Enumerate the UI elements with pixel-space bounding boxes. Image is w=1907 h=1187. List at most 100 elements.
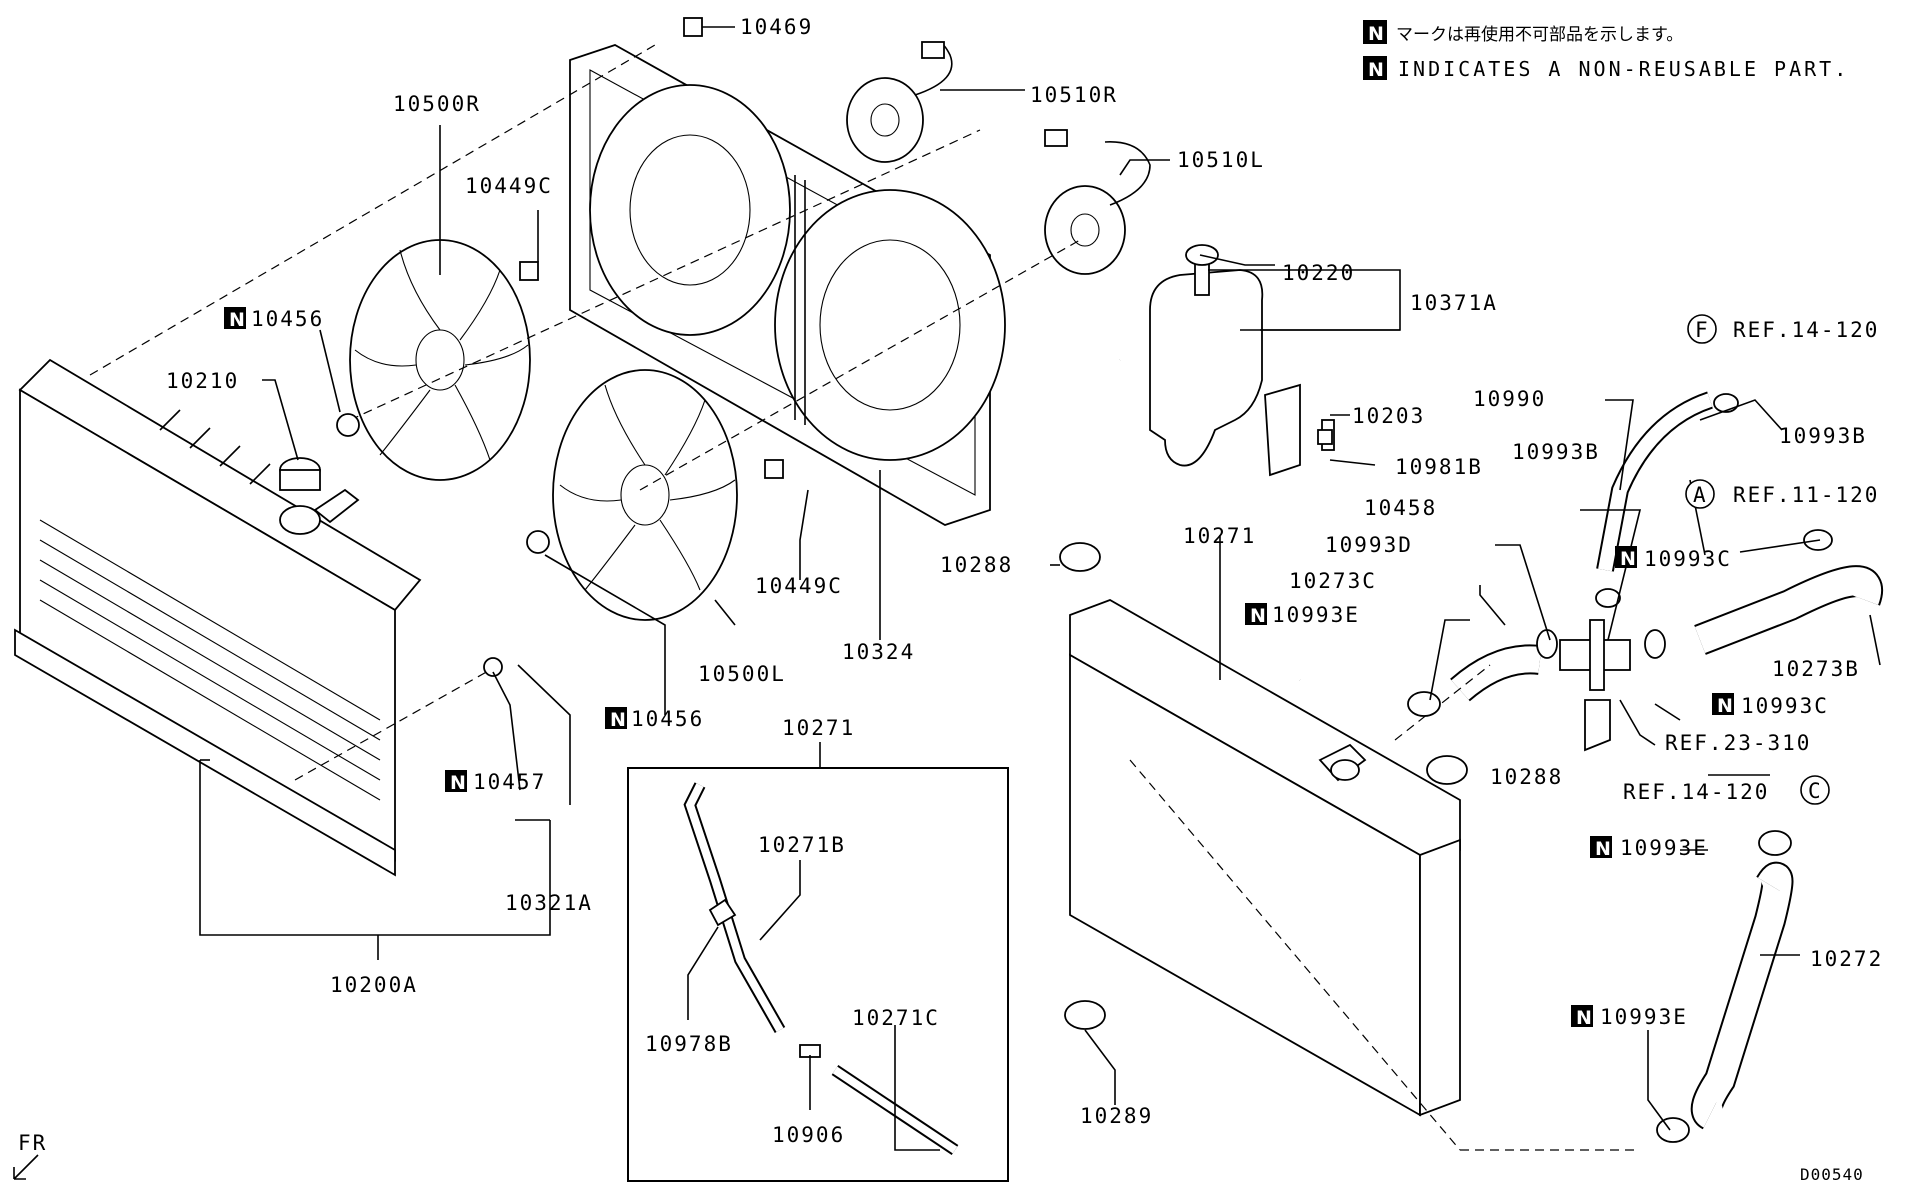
badge-letter: N bbox=[1595, 838, 1611, 860]
badge-letter: N bbox=[610, 709, 626, 731]
label-10993e: 10993E bbox=[1272, 603, 1360, 627]
legend: N マークは再使用不可部品を示します。 N INDICATES A NON-RE… bbox=[1363, 20, 1849, 81]
leader-lines bbox=[199, 26, 1881, 1151]
label-10500l: 10500L bbox=[698, 662, 786, 686]
reference-labels: REF.14-120 REF.11-120 REF.23-310 REF.14-… bbox=[1623, 318, 1879, 804]
radiator-right-drawing bbox=[1069, 599, 1461, 1117]
diagram-code: D00540 bbox=[1800, 1165, 1864, 1184]
clamp-10993b-icon bbox=[1713, 393, 1739, 413]
ref-label-23-310: REF.23-310 bbox=[1665, 731, 1811, 755]
ref-label-14-120: REF.14-120 bbox=[1623, 780, 1769, 804]
label-10272: 10272 bbox=[1810, 947, 1883, 971]
non-reusable-badge-icon bbox=[1590, 836, 1612, 858]
label-10500r: 10500R bbox=[393, 92, 481, 116]
non-reusable-badge-icon bbox=[224, 307, 246, 329]
overflow-hose-drawing bbox=[1095, 357, 1302, 683]
label-10271: 10271 bbox=[1183, 524, 1256, 548]
label-10456: 10456 bbox=[631, 707, 704, 731]
ref-circle-c-letter: C bbox=[1808, 779, 1823, 803]
mount-10288-icon bbox=[1059, 542, 1101, 572]
non-reusable-badges: N N N N N N N N bbox=[224, 307, 1734, 1029]
label-10271c: 10271C bbox=[852, 1006, 940, 1030]
label-10981b: 10981B bbox=[1395, 455, 1483, 479]
grommet-10456-icon bbox=[336, 413, 360, 437]
front-direction-indicator: FR bbox=[13, 1131, 47, 1180]
legend-english-text: INDICATES A NON-REUSABLE PART. bbox=[1398, 57, 1849, 81]
label-10993b: 10993B bbox=[1512, 440, 1600, 464]
badge-letter: N bbox=[450, 772, 466, 794]
badge-letter: N bbox=[1717, 695, 1733, 717]
part-labels: 10469 10500R 10510R 10510L 10449C 10456 … bbox=[166, 15, 1883, 1147]
bolt-10449c-icon bbox=[764, 459, 784, 479]
label-10993d: 10993D bbox=[1325, 533, 1413, 557]
label-10993c: 10993C bbox=[1644, 547, 1732, 571]
front-arrow-icon bbox=[13, 1154, 39, 1180]
ref-label-14-120: REF.14-120 bbox=[1733, 318, 1879, 342]
radiator-left-drawing bbox=[14, 358, 422, 877]
badge-letter: N bbox=[229, 309, 245, 331]
label-10203: 10203 bbox=[1352, 404, 1425, 428]
mount-10288-icon bbox=[1426, 755, 1468, 785]
label-10288: 10288 bbox=[940, 553, 1013, 577]
reservoir-tank-drawing bbox=[1149, 244, 1335, 477]
label-10271b: 10271B bbox=[758, 833, 846, 857]
ref-circle-f-letter: F bbox=[1695, 318, 1710, 342]
label-10220: 10220 bbox=[1282, 261, 1355, 285]
clamp-10993e-icon bbox=[1758, 830, 1792, 856]
mount-10289-icon bbox=[1064, 1000, 1106, 1030]
bolt-10449c-icon bbox=[519, 261, 539, 281]
clamp-10993e-icon bbox=[1656, 1117, 1690, 1143]
label-10458: 10458 bbox=[1364, 496, 1437, 520]
breather-hose-inset-box bbox=[627, 767, 1009, 1182]
label-10469: 10469 bbox=[740, 15, 813, 39]
label-10324: 10324 bbox=[842, 640, 915, 664]
label-10273b: 10273B bbox=[1772, 657, 1860, 681]
legend-badge-letter: N bbox=[1368, 59, 1384, 81]
fan-motor-left-drawing bbox=[1044, 129, 1151, 275]
label-10273c: 10273C bbox=[1289, 569, 1377, 593]
fan-motor-right-drawing bbox=[846, 41, 953, 163]
non-reusable-badge-icon bbox=[1712, 693, 1734, 715]
label-10449c: 10449C bbox=[465, 174, 553, 198]
label-10456: 10456 bbox=[251, 307, 324, 331]
upper-hose-drawing bbox=[1450, 644, 1542, 702]
label-10510r: 10510R bbox=[1030, 83, 1118, 107]
label-10993b: 10993B bbox=[1779, 424, 1867, 448]
water-hose-drawing bbox=[1694, 565, 1883, 655]
lower-hose-drawing bbox=[1690, 861, 1794, 1130]
bolt-10981b-icon bbox=[1317, 429, 1333, 445]
fan-shroud-drawing bbox=[569, 44, 1006, 526]
label-10321a: 10321A bbox=[505, 891, 593, 915]
label-10210: 10210 bbox=[166, 369, 239, 393]
ref-circle-f bbox=[1687, 314, 1717, 344]
front-label: FR bbox=[18, 1131, 47, 1155]
label-10457: 10457 bbox=[473, 770, 546, 794]
label-10288: 10288 bbox=[1490, 765, 1563, 789]
non-reusable-badge-icon bbox=[1571, 1005, 1593, 1027]
label-10200a: 10200A bbox=[330, 973, 418, 997]
legend-japanese-text: マークは再使用不可部品を示します。 bbox=[1396, 24, 1683, 45]
non-reusable-badge-icon bbox=[1615, 546, 1637, 568]
drain-plug-10457-icon bbox=[483, 657, 503, 677]
label-10906: 10906 bbox=[772, 1123, 845, 1147]
non-reusable-badge-icon bbox=[1363, 56, 1387, 80]
non-reusable-badge-icon bbox=[445, 770, 467, 792]
fan-left-drawing bbox=[552, 369, 738, 621]
badge-letter: N bbox=[1250, 605, 1266, 627]
label-10371a: 10371A bbox=[1410, 291, 1498, 315]
label-10978b: 10978B bbox=[645, 1032, 733, 1056]
label-10510l: 10510L bbox=[1177, 148, 1265, 172]
badge-letter: N bbox=[1576, 1007, 1592, 1029]
clamp-10993e-icon bbox=[1407, 691, 1441, 717]
bolt-10469-icon bbox=[683, 17, 703, 37]
badge-letter: N bbox=[1620, 548, 1636, 570]
joint-10458-drawing bbox=[1559, 619, 1631, 752]
label-10289: 10289 bbox=[1080, 1104, 1153, 1128]
clamp-10993b-icon bbox=[1595, 588, 1621, 608]
label-10993e: 10993E bbox=[1620, 836, 1708, 860]
ref-circle-a-letter: A bbox=[1693, 483, 1708, 507]
ref-circle-a bbox=[1685, 479, 1715, 509]
clamp-10993d-icon bbox=[1536, 629, 1558, 659]
hose-10990-drawing bbox=[1596, 391, 1714, 572]
